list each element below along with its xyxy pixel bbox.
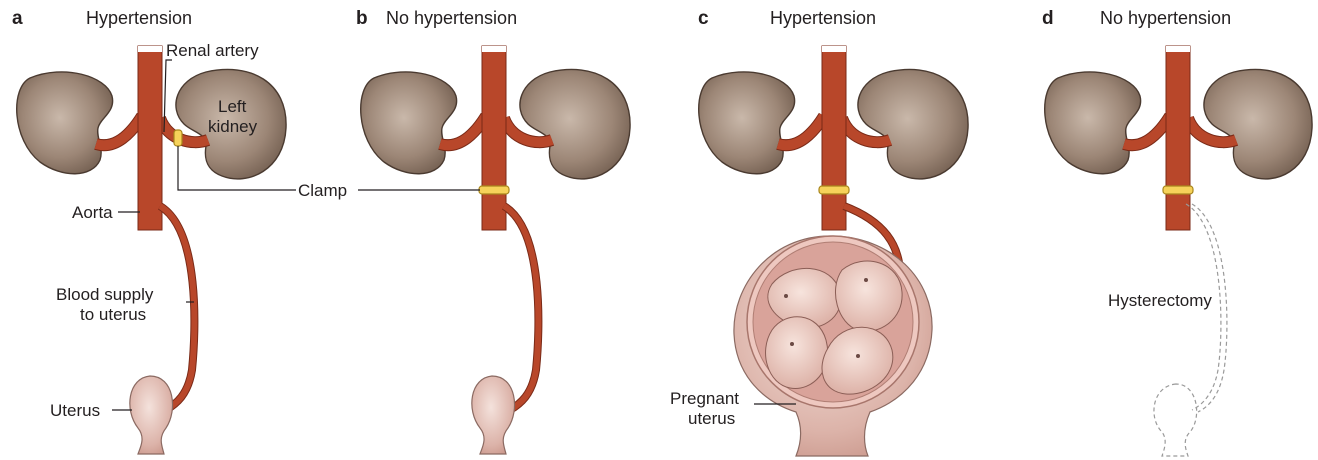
aortic-clamp xyxy=(819,186,849,194)
right-kidney xyxy=(361,72,457,174)
panel-c: c Hypertension xyxy=(670,8,968,456)
aorta xyxy=(822,46,846,230)
right-kidney xyxy=(699,72,795,174)
panel-d: d No hypertension Hysterectomy xyxy=(1042,8,1312,456)
right-kidney xyxy=(1045,72,1141,174)
aorta xyxy=(482,46,506,230)
left-kidney xyxy=(858,69,968,178)
right-kidney xyxy=(17,72,113,174)
panel-letter: d xyxy=(1042,8,1054,29)
label-pregnant-1: Pregnant xyxy=(670,389,739,408)
left-kidney xyxy=(520,69,630,178)
label-blood-supply-2: to uterus xyxy=(80,305,146,324)
panel-letter: a xyxy=(12,8,23,29)
aortic-clamp xyxy=(479,186,509,194)
left-kidney xyxy=(1204,69,1312,178)
panel-b: b No hypertension xyxy=(356,8,630,454)
aorta xyxy=(138,46,162,230)
label-left-kidney-1: Left xyxy=(218,97,247,116)
label-aorta: Aorta xyxy=(72,203,113,222)
label-blood-supply-1: Blood supply xyxy=(56,285,154,304)
uterus xyxy=(130,376,173,454)
renal-clamp xyxy=(174,130,182,146)
hysterectomy-outline xyxy=(1154,204,1227,456)
aortic-clamp xyxy=(1163,186,1193,194)
panel-title: Hypertension xyxy=(770,8,876,28)
panel-letter: c xyxy=(698,8,709,29)
panel-title: Hypertension xyxy=(86,8,192,28)
panel-letter: b xyxy=(356,8,368,29)
label-left-kidney-2: kidney xyxy=(208,117,258,136)
panel-a: a Hypertension Renal artery Left kidney … xyxy=(12,8,347,454)
uterus xyxy=(472,376,515,454)
label-clamp: Clamp xyxy=(298,181,347,200)
panel-title: No hypertension xyxy=(1100,8,1231,28)
label-uterus: Uterus xyxy=(50,401,100,420)
label-pregnant-2: uterus xyxy=(688,409,735,428)
panel-title: No hypertension xyxy=(386,8,517,28)
label-renal-artery: Renal artery xyxy=(166,41,259,60)
label-hysterectomy: Hysterectomy xyxy=(1108,291,1212,310)
aorta xyxy=(1166,46,1190,230)
pregnant-uterus xyxy=(734,236,932,456)
